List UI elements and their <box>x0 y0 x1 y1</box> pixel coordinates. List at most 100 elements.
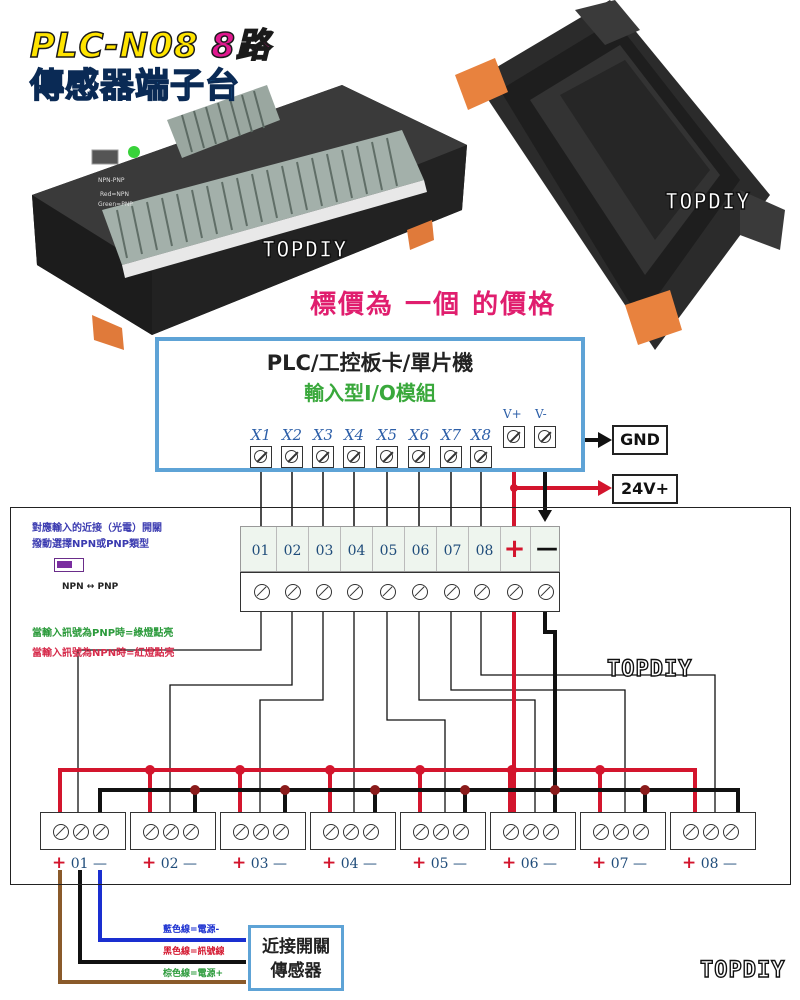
sensor-minus: — <box>542 856 557 872</box>
plc-screw-x1 <box>250 446 272 468</box>
sensor-screw <box>593 824 609 840</box>
terminal-ch-07: 07 <box>437 527 469 571</box>
plc-module-box: PLC/工控板卡/單片機 輸入型I/O模組 <box>155 337 585 472</box>
sensor-screw <box>703 824 719 840</box>
sensor-plus: + <box>142 853 157 873</box>
terminal-ch-03: 03 <box>309 527 341 571</box>
green-pnp-mark: Green=PNP <box>98 201 133 208</box>
sensor-label-05: + 05 — <box>412 853 467 873</box>
plc-screw-x8 <box>470 446 492 468</box>
sensor-screw <box>683 824 699 840</box>
sensor-screw <box>93 824 109 840</box>
terminal-screw <box>316 584 332 600</box>
sensor-screw <box>543 824 559 840</box>
sensor-minus: — <box>362 856 377 872</box>
sensor-terminal-08 <box>670 812 756 850</box>
terminal-plus: + <box>499 527 531 571</box>
sensor-screw <box>273 824 289 840</box>
sensor-minus: — <box>182 856 197 872</box>
watermark-4: TOPDIY <box>699 957 786 983</box>
sensor-screw <box>143 824 159 840</box>
sensor-label-07: + 07 — <box>592 853 647 873</box>
sensor-minus: — <box>722 856 737 872</box>
plc-screw-x4 <box>343 446 365 468</box>
terminal-ch-01: 01 <box>245 527 277 571</box>
sensor-num: 06 <box>520 856 539 872</box>
sensor-num: 07 <box>610 856 629 872</box>
sensor-box-line2: 傳感器 <box>270 961 322 981</box>
plc-screw-vminus <box>534 426 556 448</box>
sensor-label-06: + 06 — <box>502 853 557 873</box>
terminal-screw <box>285 584 301 600</box>
input-label-x4: X4 <box>343 426 365 444</box>
sensor-screw <box>73 824 89 840</box>
sensor-screw <box>183 824 199 840</box>
sensor-num: 08 <box>700 856 719 872</box>
note-line1: 對應輸入的近接（光電）開關 <box>32 523 162 534</box>
terminal-minus: — <box>536 536 558 561</box>
sensor-terminal-05 <box>400 812 486 850</box>
terminal-screw <box>538 584 554 600</box>
price-note: 標價為 一個 的價格 <box>310 290 557 320</box>
vplus-label: V+ <box>503 407 522 421</box>
npn-led-note: 當輸入訊號為NPN時=紅燈點亮 <box>32 648 175 659</box>
sensor-plus: + <box>412 853 427 873</box>
sensor-num: 04 <box>340 856 359 872</box>
plc-screw-vplus <box>503 426 525 448</box>
sensor-screw <box>53 824 69 840</box>
terminal-ch-04: 04 <box>341 527 373 571</box>
terminal-module-photo: NPN-PNP Red=NPN Green=PNP <box>32 85 467 350</box>
model-channels: 8路 <box>211 25 271 67</box>
watermark-1: TOPDIY <box>261 237 348 263</box>
sensor-plus: + <box>52 853 67 873</box>
pnp-led-note: 當輸入訊號為PNP時=綠燈點亮 <box>32 628 174 639</box>
input-label-x1: X1 <box>250 426 272 444</box>
sensor-signal-lines <box>77 608 716 823</box>
proximity-sensor-box: 近接開關 傳感器 <box>248 925 344 991</box>
sensor-terminal-01 <box>40 812 126 850</box>
model-title: PLC-N08 8路 <box>29 18 271 67</box>
sensor-screw <box>163 824 179 840</box>
sensor-screw <box>613 824 629 840</box>
sensor-screw <box>233 824 249 840</box>
vminus-label: V- <box>535 407 547 421</box>
terminal-ch-05: 05 <box>373 527 405 571</box>
input-label-x7: X7 <box>440 426 462 444</box>
red-npn-mark: Red=NPN <box>100 191 129 198</box>
sensor-num: 02 <box>160 856 179 872</box>
plc-screw-x2 <box>281 446 303 468</box>
terminal-screw <box>347 584 363 600</box>
input-label-x2: X2 <box>281 426 303 444</box>
sensor-minus: — <box>632 856 647 872</box>
sensor-plus: + <box>592 853 607 873</box>
sensor-box-line1: 近接開關 <box>262 937 330 957</box>
input-label-x5: X5 <box>376 426 398 444</box>
sensor-label-04: + 04 — <box>322 853 377 873</box>
sensor-screw <box>253 824 269 840</box>
sensor-label-03: + 03 — <box>232 853 287 873</box>
terminal-screw <box>474 584 490 600</box>
legend-blue: 藍色線=電源- <box>163 925 220 935</box>
plc-screw-x5 <box>376 446 398 468</box>
plc-title: PLC/工控板卡/單片機 <box>266 351 474 375</box>
plc-screw-x6 <box>408 446 430 468</box>
product-subtitle: 傳感器端子台 <box>29 65 240 107</box>
terminal-screw <box>380 584 396 600</box>
sensor-screw <box>633 824 649 840</box>
sensor-minus: — <box>452 856 467 872</box>
sensor-screw <box>723 824 739 840</box>
sensor-screw <box>323 824 339 840</box>
note-line2: 撥動選擇NPN或PNP類型 <box>32 539 150 550</box>
v24-tag: 24V+ <box>612 474 678 504</box>
gnd-tag: GND <box>612 425 668 455</box>
terminal-ch-02: 02 <box>277 527 309 571</box>
watermark-3: TOPDIY <box>606 656 693 682</box>
sensor-minus: — <box>272 856 287 872</box>
sensor-terminal-04 <box>310 812 396 850</box>
legend-brown: 棕色線=電源+ <box>163 969 224 979</box>
npn-pnp-switch <box>54 558 84 572</box>
terminal-screw <box>254 584 270 600</box>
sensor-label-02: + 02 — <box>142 853 197 873</box>
sensor-plus: + <box>232 853 247 873</box>
